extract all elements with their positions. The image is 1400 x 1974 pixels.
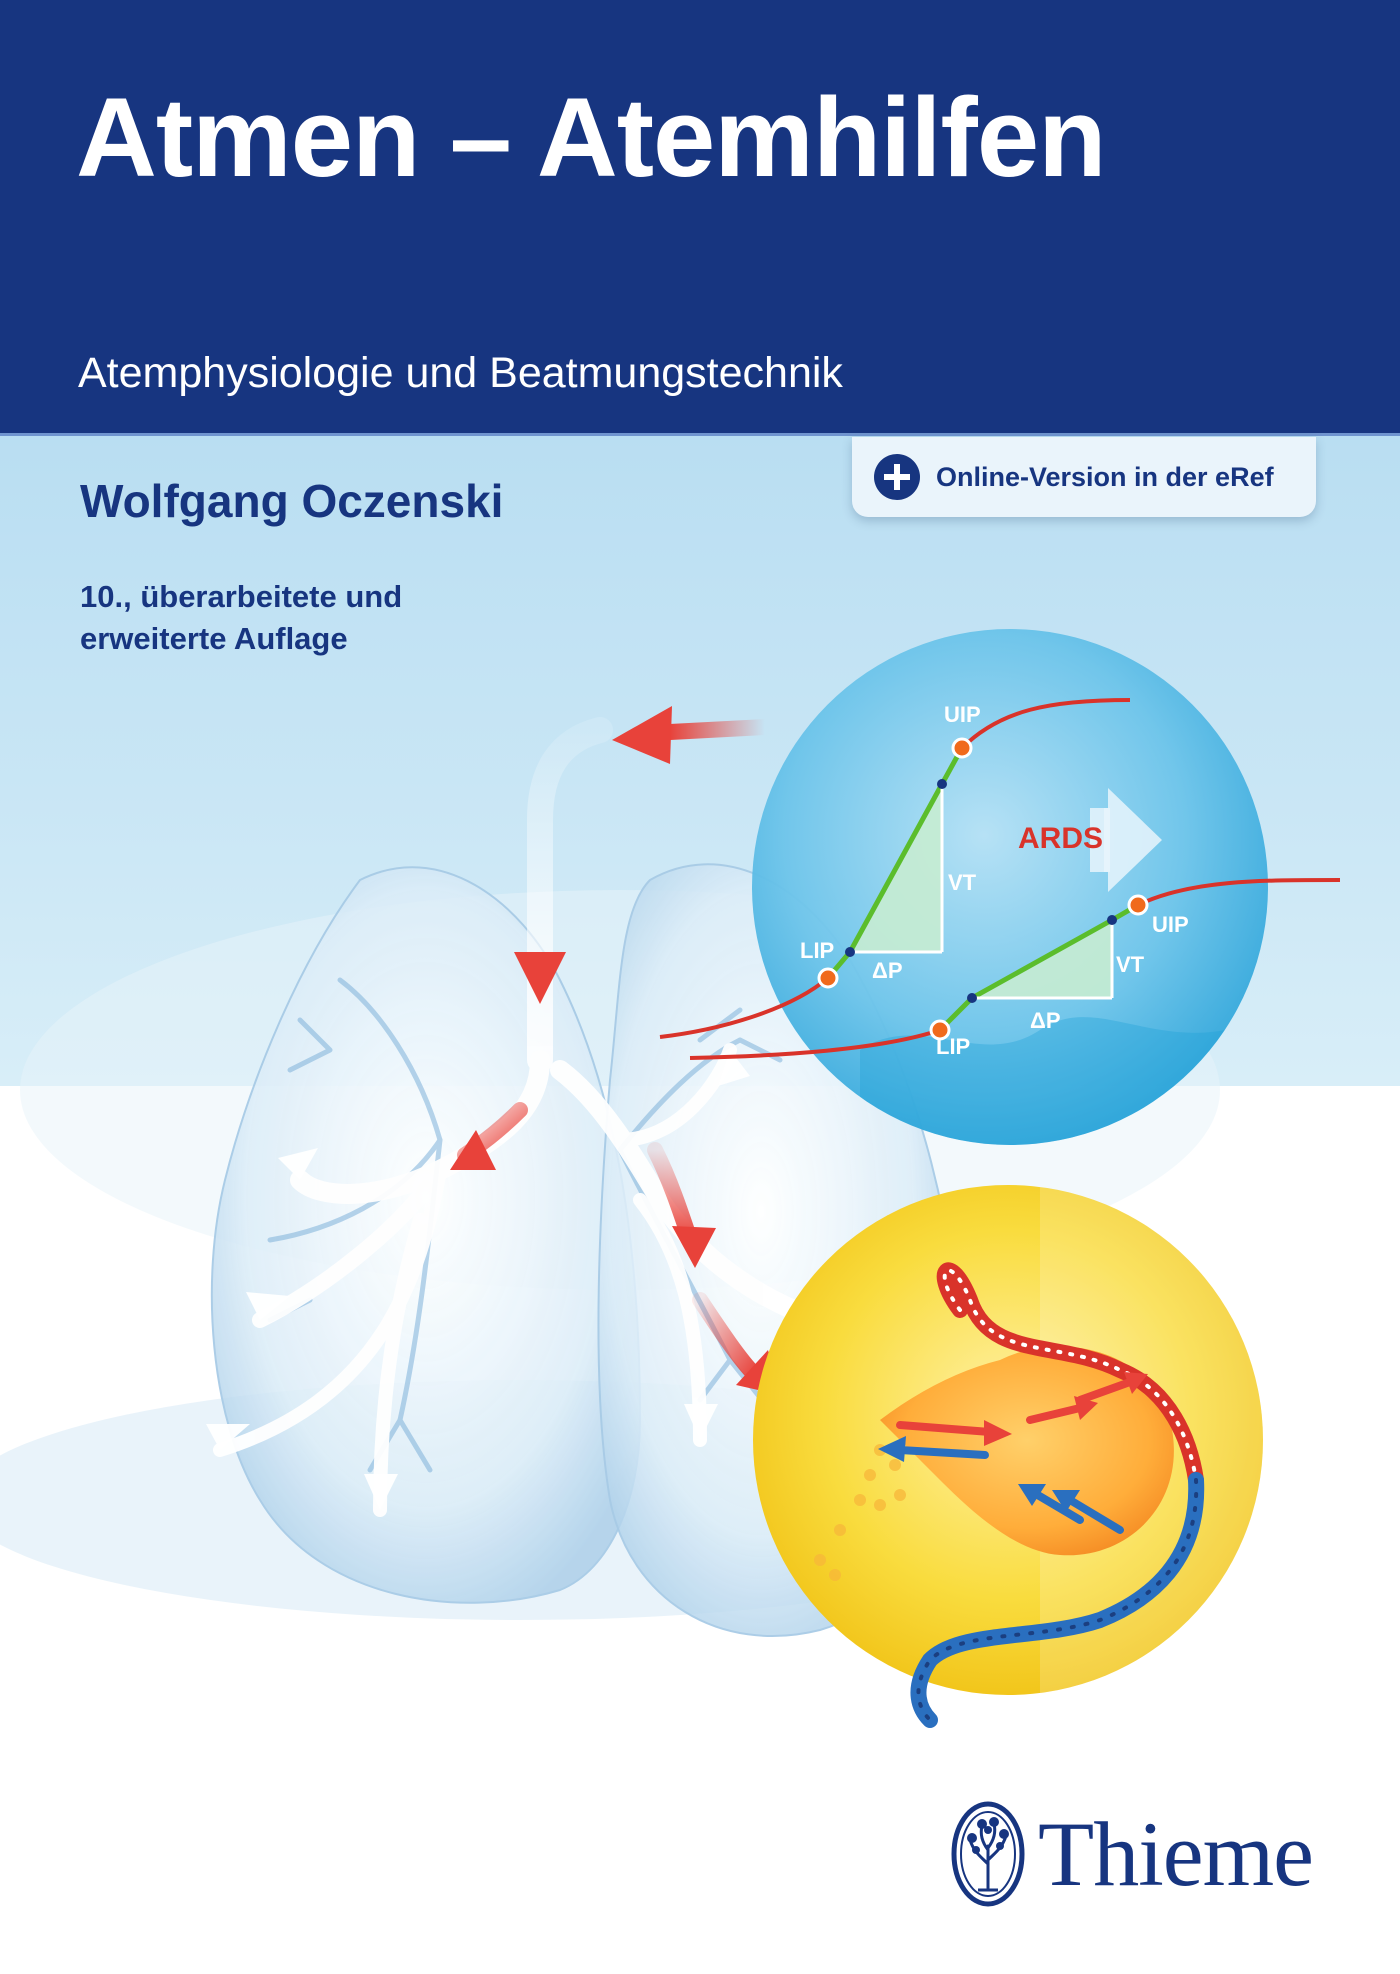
curve2-vt-label: VT (1116, 952, 1145, 977)
curve1-lip-label: LIP (800, 938, 834, 963)
curve2-dp-label: ΔP (1030, 1008, 1061, 1033)
curve2-lip-label: LIP (936, 1034, 970, 1059)
pressure-volume-circle: ARDS UIP LIP VT ΔP UIP LIP VT ΔP (659, 629, 1341, 1145)
curve1-dp-label: ΔP (872, 958, 903, 983)
curve1-vt-label: VT (948, 870, 977, 895)
author-name: Wolfgang Oczenski (80, 475, 504, 527)
alveolus-circle (753, 1185, 1263, 1728)
book-subtitle: Atemphysiologie und Beatmungstechnik (78, 349, 843, 397)
plus-circle-icon (874, 454, 920, 500)
publisher-logo: Thieme (950, 1800, 1314, 1908)
header-band: Atmen – Atemhilfen Atemphysiologie und B… (0, 0, 1400, 436)
edition-line-2: erweiterte Auflage (80, 621, 348, 656)
edition-line-1: 10., überarbeitete und (80, 579, 403, 614)
eref-badge-label: Online-Version in der eRef (936, 461, 1274, 492)
curve2-uip-label: UIP (1152, 912, 1189, 937)
publisher-name: Thieme (1038, 1803, 1314, 1905)
tree-seal-icon (951, 1801, 1025, 1907)
curve1-uip-label: UIP (944, 702, 981, 727)
ards-arrow (1104, 788, 1162, 892)
eref-badge[interactable]: Online-Version in der eRef (852, 437, 1316, 517)
header-divider (0, 433, 1400, 436)
book-title: Atmen – Atemhilfen (76, 75, 1107, 200)
edition-note: 10., überarbeitete und erweiterte Auflag… (80, 576, 402, 660)
cover-illustration: ARDS UIP LIP VT ΔP UIP LIP VT ΔP (0, 629, 1341, 1728)
ards-label: ARDS (1018, 822, 1103, 855)
